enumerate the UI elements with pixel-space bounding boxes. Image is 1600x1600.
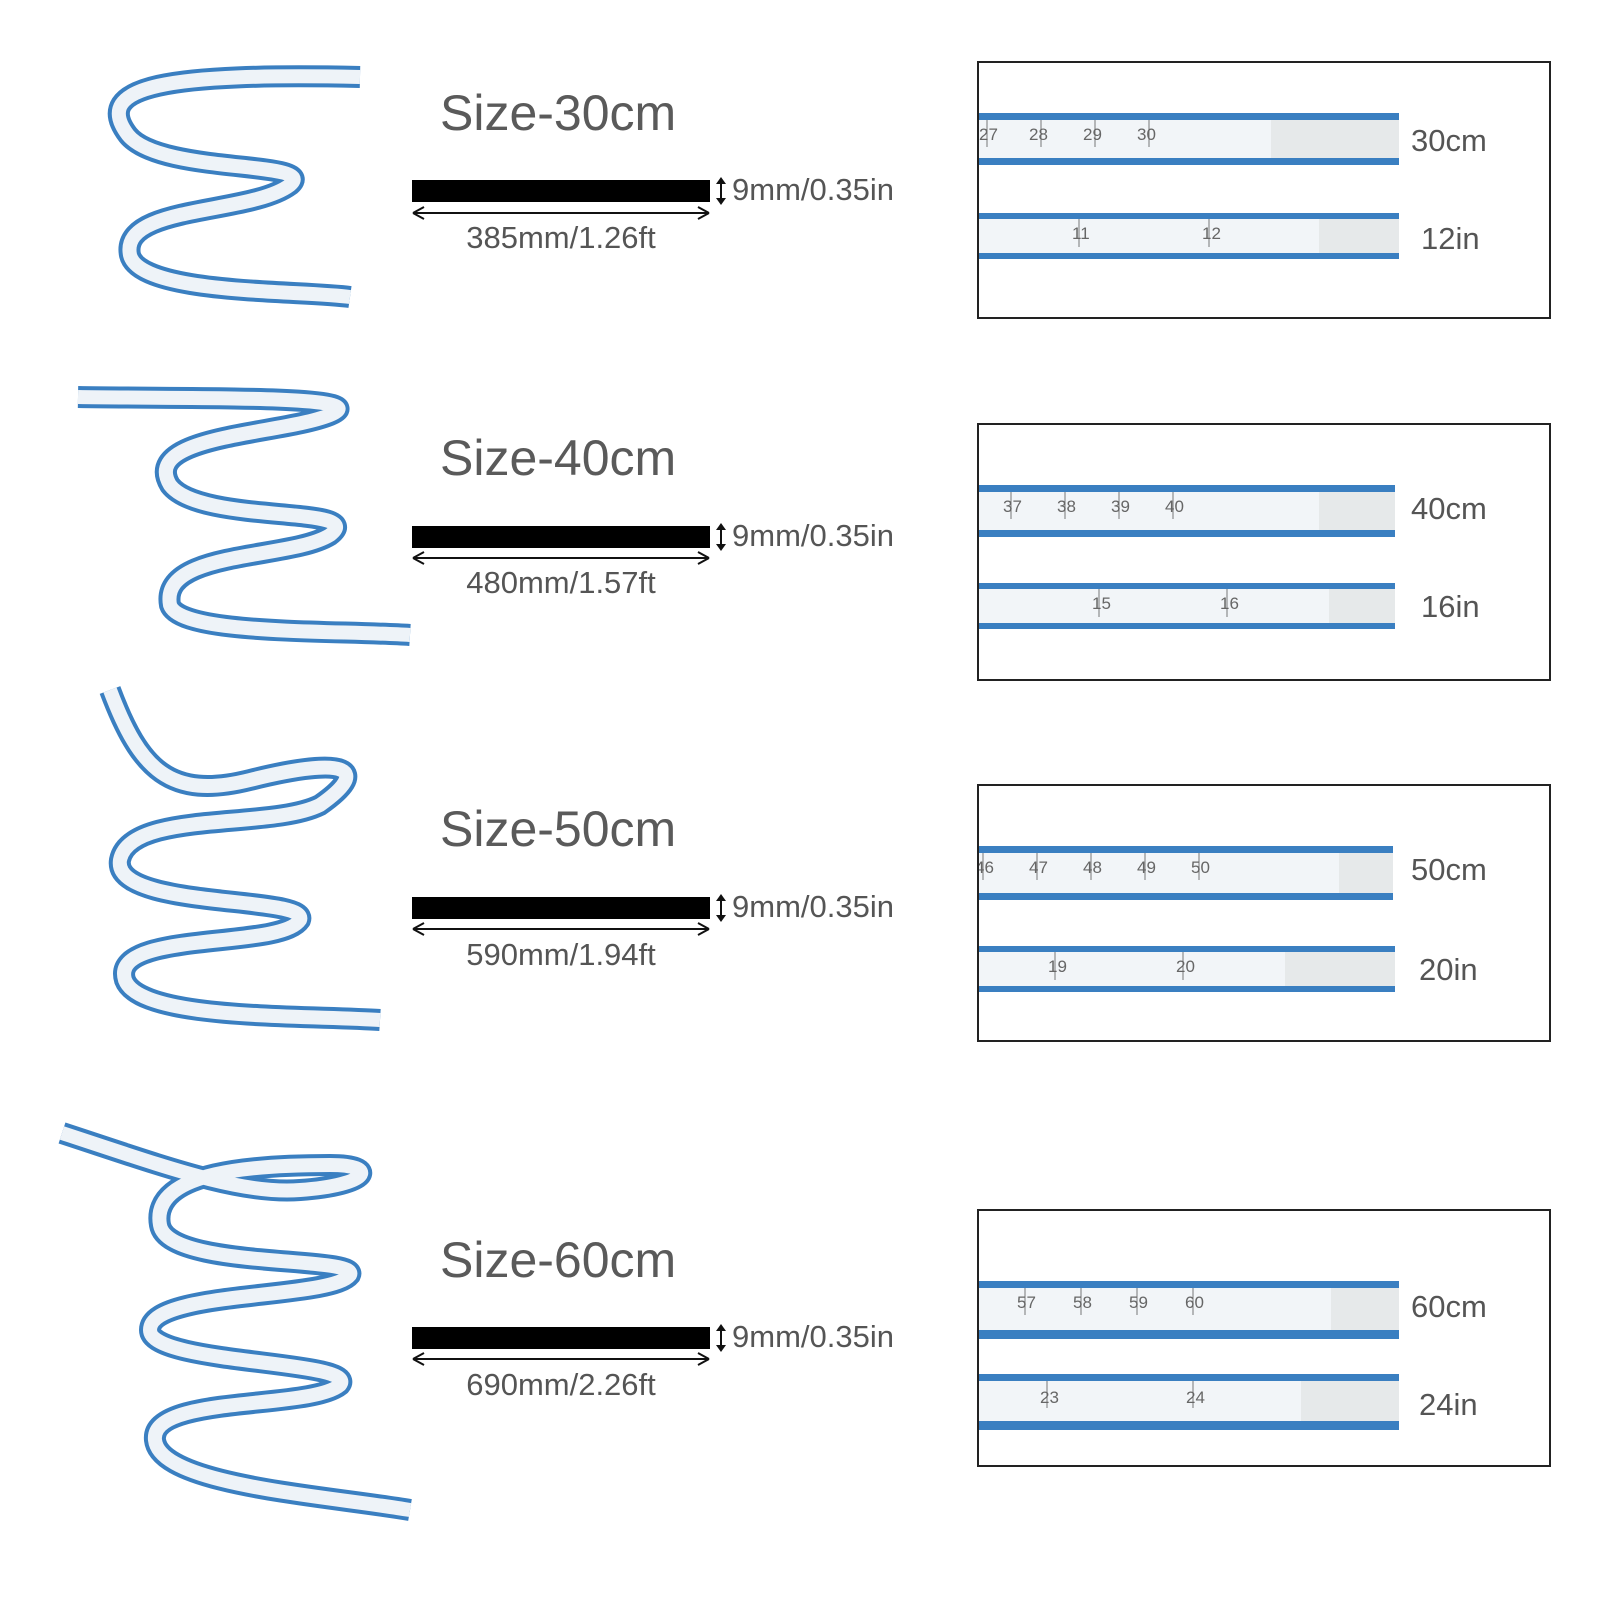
ruler-detail-frame: 37 38 39 40 40cm 15 16 16in — [977, 423, 1551, 681]
inch-scale-strip: 19 20 — [979, 946, 1395, 992]
length-bar — [412, 1327, 710, 1349]
length-arrow-icon — [412, 1352, 710, 1366]
cm-tick: 50 — [1191, 858, 1210, 877]
inch-tick: 24 — [1186, 1388, 1205, 1407]
inch-tick: 23 — [1040, 1388, 1059, 1407]
cm-label: 50cm — [1411, 852, 1487, 887]
cm-tick: 39 — [1111, 497, 1130, 516]
inch-scale-strip: 15 16 — [979, 583, 1395, 629]
cm-tick: 57 — [1017, 1293, 1036, 1312]
inch-tick: 19 — [1048, 957, 1067, 976]
length-label: 480mm/1.57ft — [466, 565, 656, 600]
thickness-arrow-icon — [716, 1324, 726, 1352]
length-arrow-icon — [412, 922, 710, 936]
thickness-label: 9mm/0.35in — [732, 518, 894, 553]
cm-tick: 59 — [1129, 1293, 1148, 1312]
ruler-detail-frame: 46 47 48 49 50 50cm 19 20 20in — [977, 784, 1551, 1042]
thickness-arrow-icon — [716, 177, 726, 205]
inch-scale-strip: 11 12 — [979, 213, 1399, 259]
cm-scale-strip: 27 28 29 30 — [979, 113, 1399, 165]
size-title: Size-50cm — [440, 801, 677, 857]
inch-label: 24in — [1419, 1387, 1478, 1422]
inch-label: 20in — [1419, 952, 1478, 987]
length-label: 690mm/2.26ft — [466, 1367, 656, 1402]
flexible-ruler-50cm-image — [99, 686, 381, 1031]
cm-scale-strip: 46 47 48 49 50 — [979, 846, 1393, 900]
flexible-ruler-40cm-image — [77, 386, 411, 646]
cm-tick: 37 — [1003, 497, 1022, 516]
size-title: Size-30cm — [440, 85, 677, 141]
thickness-arrow-icon — [716, 523, 726, 551]
length-bar — [412, 180, 710, 202]
inch-tick: 11 — [1072, 224, 1090, 243]
cm-tick: 49 — [1137, 858, 1156, 877]
cm-tick: 40 — [1165, 497, 1184, 516]
cm-tick: 30 — [1137, 125, 1156, 144]
cm-label: 40cm — [1411, 491, 1487, 526]
length-bar — [412, 526, 710, 548]
flexible-ruler-30cm-image — [107, 65, 361, 308]
cm-tick: 48 — [1083, 858, 1102, 877]
thickness-label: 9mm/0.35in — [732, 172, 894, 207]
ruler-detail-frame: 27 28 29 30 30cm 11 12 12in — [977, 61, 1551, 319]
size-title: Size-40cm — [440, 430, 677, 486]
length-label: 590mm/1.94ft — [466, 937, 656, 972]
inch-tick: 20 — [1176, 957, 1195, 976]
cm-scale-strip: 37 38 39 40 — [979, 485, 1395, 537]
flexible-ruler-60cm-image — [58, 1122, 412, 1521]
size-title: Size-60cm — [440, 1232, 677, 1288]
cm-scale-strip: 57 58 59 60 — [979, 1281, 1399, 1339]
inch-tick: 12 — [1202, 224, 1221, 243]
inch-label: 12in — [1421, 221, 1480, 256]
cm-label: 60cm — [1411, 1289, 1487, 1324]
cm-tick: 28 — [1029, 125, 1048, 144]
cm-label: 30cm — [1411, 123, 1487, 158]
length-bar — [412, 897, 710, 919]
thickness-label: 9mm/0.35in — [732, 1319, 894, 1354]
thickness-label: 9mm/0.35in — [732, 889, 894, 924]
length-label: 385mm/1.26ft — [466, 220, 656, 255]
cm-tick: 58 — [1073, 1293, 1092, 1312]
cm-tick: 47 — [1029, 858, 1048, 877]
cm-tick: 46 — [979, 858, 994, 877]
cm-tick: 38 — [1057, 497, 1076, 516]
inch-scale-strip: 23 24 — [979, 1374, 1399, 1430]
inch-label: 16in — [1421, 589, 1480, 624]
thickness-arrow-icon — [716, 894, 726, 922]
cm-tick: 29 — [1083, 125, 1102, 144]
cm-tick: 60 — [1185, 1293, 1204, 1312]
inch-tick: 15 — [1092, 594, 1111, 613]
ruler-detail-frame: 57 58 59 60 60cm 23 24 24in — [977, 1209, 1551, 1467]
cm-tick: 27 — [979, 125, 998, 144]
length-arrow-icon — [412, 551, 710, 565]
length-arrow-icon — [412, 206, 710, 220]
inch-tick: 16 — [1220, 594, 1239, 613]
